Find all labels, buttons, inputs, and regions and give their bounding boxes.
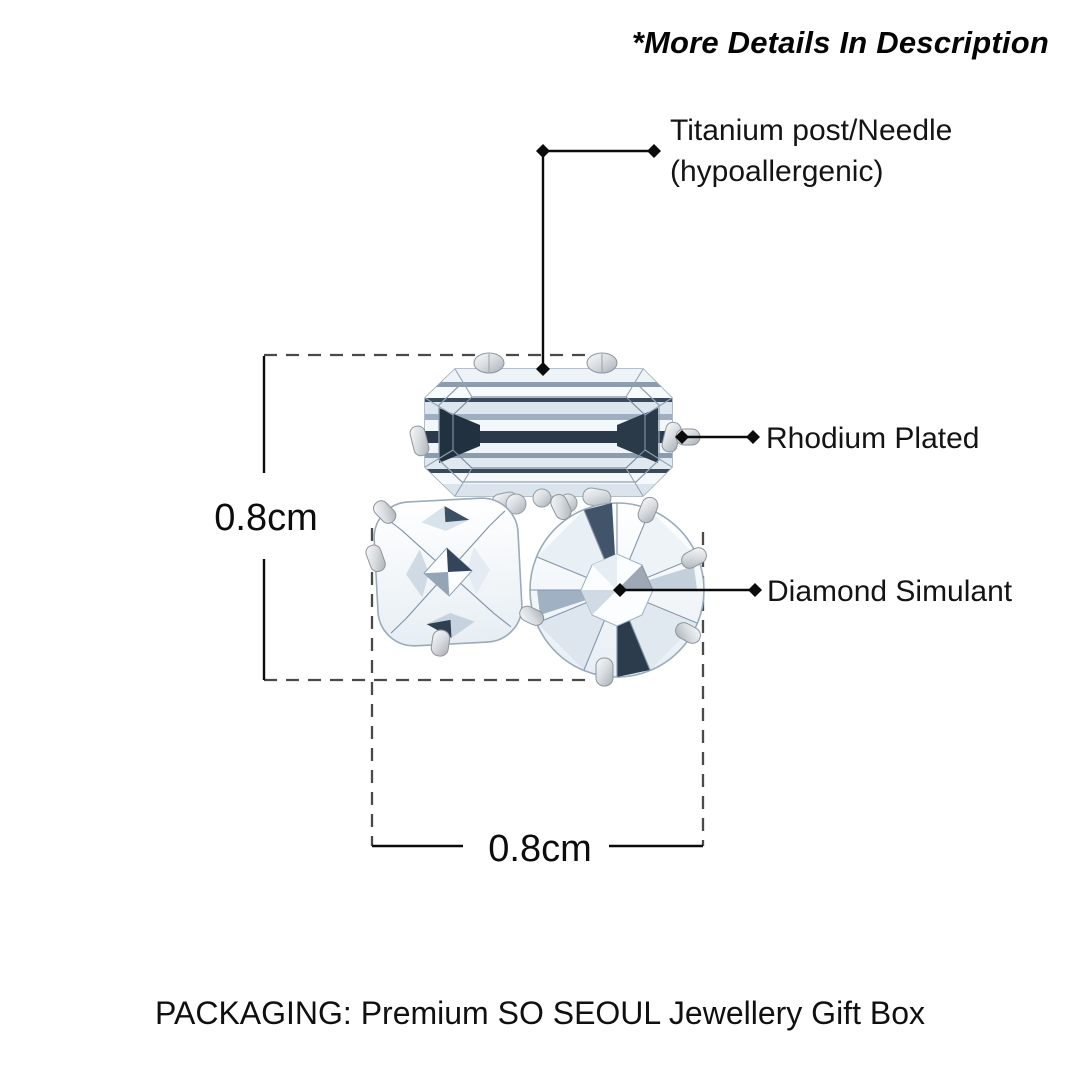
label-diamond-simulant: Diamond Simulant <box>767 575 1013 608</box>
label-titanium-post: Titanium post/Needle (hypoallergenic) <box>670 110 952 192</box>
diamond-marker-icon <box>647 144 661 158</box>
cushion-cut-stone <box>373 497 523 647</box>
diamond-marker-icon <box>748 583 762 597</box>
label-rhodium-plated: Rhodium Plated <box>766 422 980 455</box>
label-titanium-post-line1: Titanium post/Needle <box>670 114 953 147</box>
height-measurement-value: 0.8cm <box>214 497 318 539</box>
earring-photo <box>365 352 707 687</box>
width-measurement-value: 0.8cm <box>488 828 592 870</box>
emerald-cut-stone <box>424 368 673 497</box>
leader-lines <box>541 149 755 592</box>
solid-measure-lines <box>262 356 703 848</box>
packaging-note: PACKAGING: Premium SO SEOUL Jewellery Gi… <box>155 995 925 1031</box>
prongs <box>365 352 707 687</box>
more-details-note: *More Details In Description <box>631 25 1049 60</box>
diamond-marker-icon <box>746 430 760 444</box>
diamond-marker-icon <box>536 144 550 158</box>
label-titanium-post-line2: (hypoallergenic) <box>670 155 884 188</box>
